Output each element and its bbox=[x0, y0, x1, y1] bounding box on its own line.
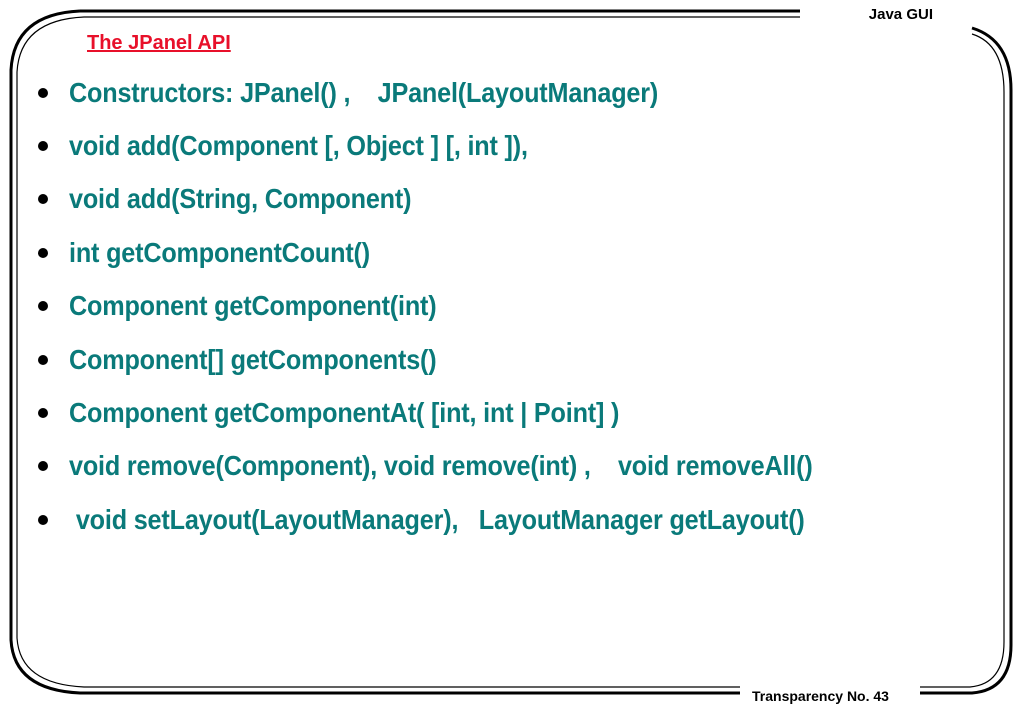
bullet-icon bbox=[38, 461, 48, 472]
list-item: Component[] getComponents() bbox=[28, 333, 895, 386]
bullet-text: void remove(Component), void remove(int)… bbox=[69, 450, 813, 482]
bullet-text: Component getComponent(int) bbox=[69, 290, 437, 322]
bullet-text: int getComponentCount() bbox=[69, 236, 370, 268]
list-item: void setLayout(LayoutManager), LayoutMan… bbox=[28, 493, 895, 546]
list-item: void add(String, Component) bbox=[28, 173, 895, 226]
bullet-icon bbox=[38, 408, 48, 419]
list-item: Constructors: JPanel() , JPanel(LayoutMa… bbox=[28, 66, 895, 119]
course-header-label: Java GUI bbox=[868, 6, 933, 23]
bullet-list: Constructors: JPanel() , JPanel(LayoutMa… bbox=[28, 66, 895, 547]
bullet-icon bbox=[38, 141, 48, 152]
bullet-text: Component[] getComponents() bbox=[69, 343, 437, 375]
transparency-number-label: Transparency No. 43 bbox=[746, 688, 895, 704]
bullet-text: void add(Component [, Object ] [, int ])… bbox=[69, 130, 528, 162]
bullet-icon bbox=[38, 514, 48, 525]
list-item: void add(Component [, Object ] [, int ])… bbox=[28, 119, 895, 172]
bullet-icon bbox=[38, 301, 48, 312]
bullet-text: void add(String, Component) bbox=[69, 183, 412, 215]
list-item: Component getComponent(int) bbox=[28, 280, 895, 333]
bullet-icon bbox=[38, 194, 48, 205]
bullet-text: Component getComponentAt( [int, int | Po… bbox=[69, 397, 620, 429]
bullet-icon bbox=[38, 354, 48, 365]
list-item: Component getComponentAt( [int, int | Po… bbox=[28, 386, 895, 439]
list-item: int getComponentCount() bbox=[28, 226, 895, 279]
bullet-icon bbox=[38, 87, 48, 98]
bullet-text: void setLayout(LayoutManager), LayoutMan… bbox=[69, 503, 805, 535]
slide-title: The JPanel API bbox=[87, 32, 231, 54]
bullet-icon bbox=[38, 247, 48, 258]
bullet-text: Constructors: JPanel() , JPanel(LayoutMa… bbox=[69, 76, 659, 108]
list-item: void remove(Component), void remove(int)… bbox=[28, 440, 895, 493]
